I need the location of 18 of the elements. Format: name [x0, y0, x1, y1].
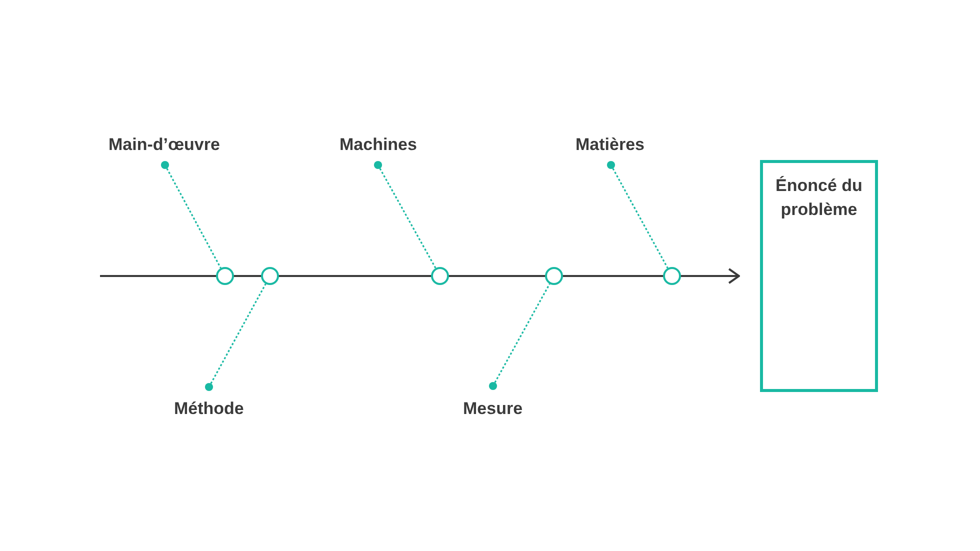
spine-arrow [100, 268, 740, 284]
branch-line [488, 283, 550, 390]
category-label: Machines [340, 134, 417, 156]
category-label: Matières [576, 134, 644, 156]
branch-line [160, 160, 222, 268]
junction-circle [261, 267, 279, 285]
junction-circle [216, 267, 234, 285]
branch-line [374, 160, 436, 269]
problem-statement: Énoncé du problème [774, 175, 864, 221]
junction-circle [431, 267, 449, 285]
branch-line [204, 284, 266, 392]
category-label: Mesure [463, 398, 523, 420]
category-label: Méthode [174, 398, 244, 420]
problem-box [760, 160, 878, 392]
branch-line [606, 160, 668, 268]
category-label: Main-d’œuvre [108, 134, 220, 156]
junction-circle [663, 267, 681, 285]
junction-circle [545, 267, 563, 285]
